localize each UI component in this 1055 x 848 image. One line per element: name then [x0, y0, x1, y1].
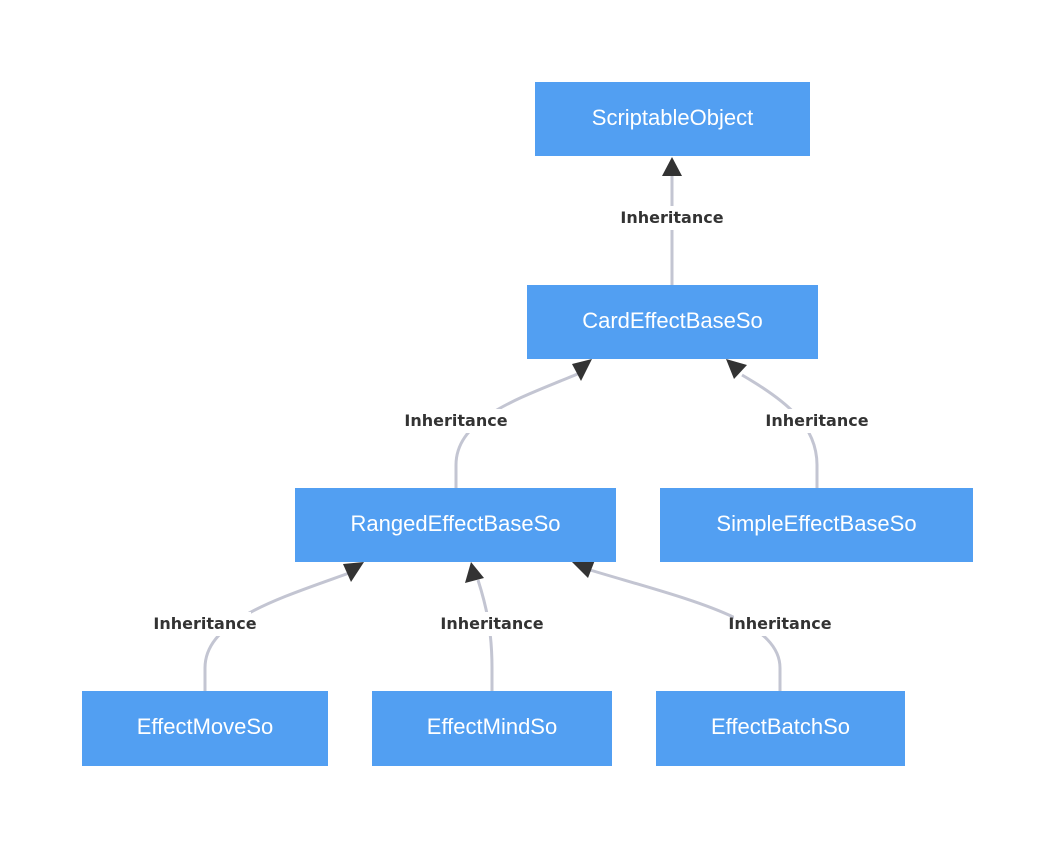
edge-label: Inheritance [728, 614, 831, 633]
edge-batch-to-ranged: Inheritance [572, 560, 832, 691]
edge-label: Inheritance [440, 614, 543, 633]
edge-ranged-to-cardeffect: Inheritance [404, 359, 592, 488]
edge-label: Inheritance [765, 411, 868, 430]
edges: Inheritance Inheritance Inheritance Inhe… [153, 157, 869, 691]
node-effect-move-so[interactable]: EffectMoveSo [82, 691, 328, 766]
edge-cardeffect-to-scriptable: Inheritance [620, 157, 724, 286]
edge-label: Inheritance [620, 208, 723, 227]
arrowhead-ranged-middle [465, 562, 484, 583]
edge-simple-to-cardeffect: Inheritance [726, 359, 869, 488]
node-scriptable-object[interactable]: ScriptableObject [535, 82, 810, 156]
nodes: ScriptableObject CardEffectBaseSo Ranged… [82, 82, 973, 766]
node-effect-mind-so[interactable]: EffectMindSo [372, 691, 612, 766]
node-label: EffectBatchSo [711, 714, 850, 739]
edge-mind-to-ranged: Inheritance [440, 562, 544, 691]
edge-move-to-ranged: Inheritance [153, 562, 364, 691]
arrowhead-ranged-left [343, 562, 364, 582]
arrowhead-cardeffect-left [572, 359, 592, 381]
edge-label: Inheritance [153, 614, 256, 633]
node-label: EffectMoveSo [137, 714, 274, 739]
arrowhead-ranged-right [572, 560, 595, 578]
node-label: SimpleEffectBaseSo [716, 511, 916, 536]
node-label: EffectMindSo [427, 714, 557, 739]
node-effect-batch-so[interactable]: EffectBatchSo [656, 691, 905, 766]
node-ranged-effect-base-so[interactable]: RangedEffectBaseSo [295, 488, 616, 562]
node-label: RangedEffectBaseSo [351, 511, 561, 536]
edge-label: Inheritance [404, 411, 507, 430]
node-card-effect-base-so[interactable]: CardEffectBaseSo [527, 285, 818, 359]
arrowhead-cardeffect-right [726, 359, 747, 379]
arrowhead-scriptable [662, 157, 682, 176]
node-simple-effect-base-so[interactable]: SimpleEffectBaseSo [660, 488, 973, 562]
node-label: CardEffectBaseSo [582, 308, 763, 333]
node-label: ScriptableObject [592, 105, 753, 130]
